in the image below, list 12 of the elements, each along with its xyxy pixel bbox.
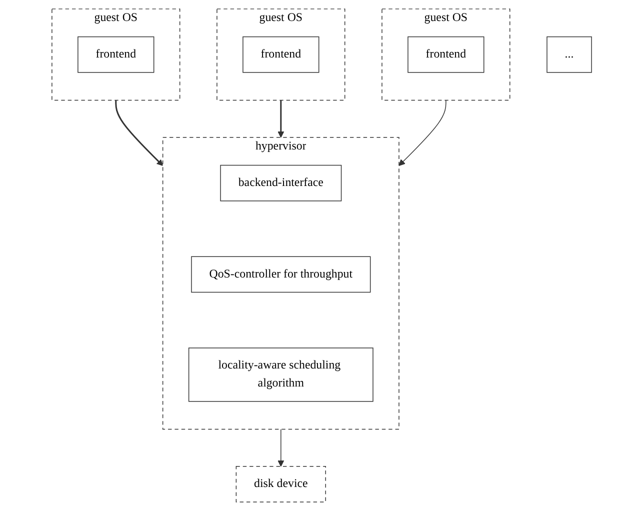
arrow	[278, 100, 284, 138]
arrow	[398, 100, 447, 166]
node-box: frontend	[408, 36, 484, 73]
node-box: ...	[546, 36, 592, 73]
node-box: QoS-controller for throughput	[191, 256, 371, 293]
arrow	[278, 428, 284, 467]
node-box: locality-aware scheduling algorithm	[188, 348, 374, 402]
arrow	[115, 100, 164, 166]
node-box: frontend	[242, 36, 320, 73]
node-box: disk device	[236, 466, 326, 502]
node-box: backend-interface	[220, 164, 342, 202]
node-box: frontend	[78, 36, 154, 73]
